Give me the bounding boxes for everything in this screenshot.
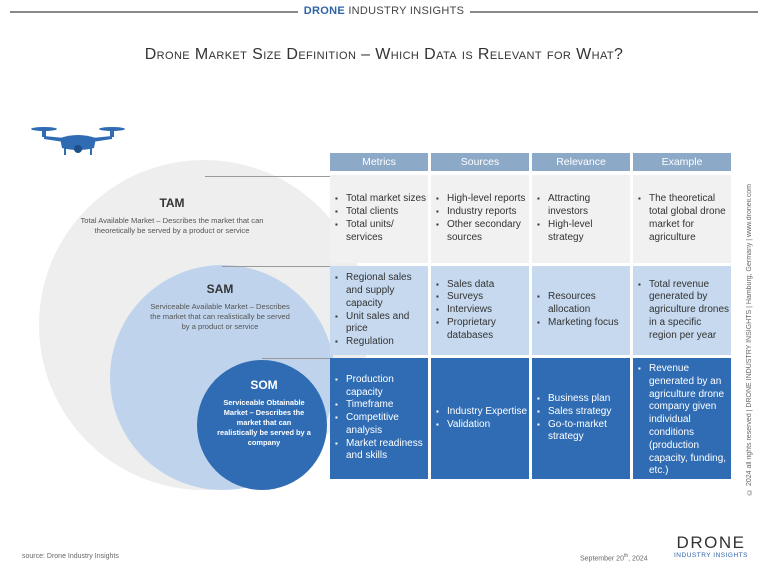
copyright-side-text: © 2024 all rights reserved | DRONE INDUS… (746, 184, 753, 496)
som-title: SOM (250, 378, 278, 392)
list-item: Proprietary databases (431, 317, 529, 343)
list-item: Unit sales and price (330, 311, 428, 337)
list-item: The theoretical total global drone marke… (633, 193, 731, 244)
som-metrics-cell: Production capacity Timeframe Competitiv… (330, 358, 428, 479)
tam-label: TAM Total Available Market – Describes t… (72, 196, 272, 236)
source-note: source: Drone Industry Insights (22, 553, 119, 560)
som-relevance-cell: Business plan Sales strategy Go-to-marke… (532, 358, 630, 479)
list-item: Marketing focus (532, 317, 630, 330)
list-item: Validation (431, 419, 529, 432)
header-relevance: Relevance (532, 153, 630, 171)
sam-title: SAM (206, 282, 234, 296)
list-item: Production capacity (330, 374, 428, 400)
page-title: Drone Market Size Definition – Which Dat… (144, 46, 624, 63)
list-item: Market readiness and skills (330, 438, 428, 464)
list-item: Industry Expertise (431, 406, 529, 419)
list-item: Go-to-market strategy (532, 419, 630, 445)
som-description: Serviceable Obtainable Market – Describe… (217, 398, 311, 447)
tam-example-cell: The theoretical total global drone marke… (633, 175, 731, 263)
som-connector-line (262, 358, 330, 359)
tam-sources-cell: High-level reports Industry reports Othe… (431, 175, 529, 263)
list-item: High-level strategy (532, 219, 630, 245)
list-item: Total revenue generated by agriculture d… (633, 279, 731, 343)
top-brand: DRONE INDUSTRY INSIGHTS (0, 5, 768, 17)
list-item: Timeframe (330, 399, 428, 412)
list-item: Other secondary sources (431, 219, 529, 245)
drone-icon (31, 127, 125, 155)
list-item: Sales data (431, 279, 529, 292)
date-suffix: th (623, 553, 629, 559)
header-metrics: Metrics (330, 153, 428, 171)
list-item: Interviews (431, 304, 529, 317)
sam-sources-cell: Sales data Surveys Interviews Proprietar… (431, 266, 529, 355)
tam-title: TAM (159, 196, 185, 210)
header-example: Example (633, 153, 731, 171)
sam-connector-line (222, 266, 330, 267)
header-sources: Sources (431, 153, 529, 171)
list-item: High-level reports (431, 193, 529, 206)
som-label: SOM Serviceable Obtainable Market – Desc… (216, 378, 312, 448)
date-main: September 20 (580, 555, 624, 563)
tam-description: Total Available Market – Describes the m… (80, 216, 264, 235)
list-item: Regional sales and supply capacity (330, 272, 428, 310)
list-item: Resources allocation (532, 291, 630, 317)
som-example-cell: Revenue generated by an agriculture dron… (633, 358, 731, 479)
list-item: Business plan (532, 393, 630, 406)
sam-description: Serviceable Available Market – Describes… (150, 302, 290, 331)
list-item: Total units/ services (330, 219, 428, 245)
date-year: , 2024 (628, 555, 648, 563)
tam-relevance-cell: Attracting investors High-level strategy (532, 175, 630, 263)
list-item: Sales strategy (532, 406, 630, 419)
sam-metrics-cell: Regional sales and supply capacity Unit … (330, 266, 428, 355)
brand-part2: INDUSTRY INSIGHTS (348, 5, 465, 17)
list-item: Competitive analysis (330, 412, 428, 438)
logo-sub-text: INDUSTRY INSIGHTS (674, 552, 748, 559)
list-item: Total market sizes (330, 193, 428, 206)
list-item: Attracting investors (532, 193, 630, 219)
list-item: Industry reports (431, 206, 529, 219)
publication-date: September 20th, 2024 (580, 553, 648, 562)
list-item: Total clients (330, 206, 428, 219)
brand-part1: DRONE (303, 5, 345, 17)
sam-relevance-cell: Resources allocation Marketing focus (532, 266, 630, 355)
sam-label: SAM Serviceable Available Market – Descr… (150, 282, 290, 332)
som-sources-cell: Industry Expertise Validation (431, 358, 529, 479)
tam-metrics-cell: Total market sizes Total clients Total u… (330, 175, 428, 263)
list-item: Revenue generated by an agriculture dron… (633, 363, 731, 478)
list-item: Regulation (330, 336, 428, 349)
sam-example-cell: Total revenue generated by agriculture d… (633, 266, 731, 355)
tam-connector-line (205, 176, 330, 177)
list-item: Surveys (431, 291, 529, 304)
som-circle (197, 360, 327, 490)
logo-main-text: DRONE (676, 533, 746, 552)
brand-logo: DRONE INDUSTRY INSIGHTS (666, 533, 756, 560)
